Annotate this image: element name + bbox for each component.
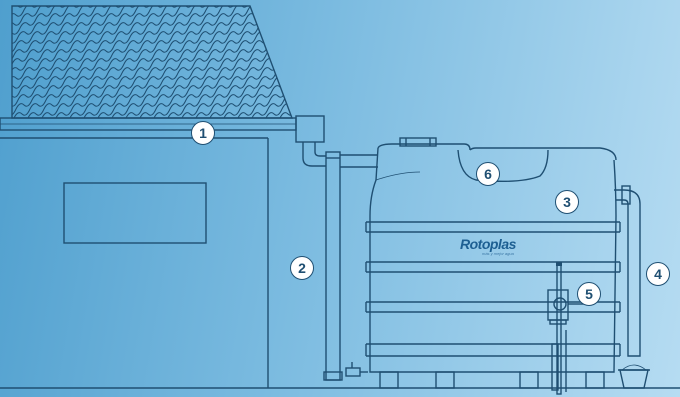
roof-wave-line: [41, 6, 267, 118]
tank-lid: [377, 137, 617, 183]
roof-wave-line: [12, 6, 197, 118]
drain-tap: [345, 362, 368, 377]
gutter-outlet: [295, 115, 325, 143]
callout-5-valve: 5: [577, 282, 601, 306]
callout-2-downspout: 2: [290, 256, 314, 280]
roof-wave-line: [12, 6, 113, 118]
roof-wave-line: [111, 6, 292, 118]
bucket: [618, 364, 650, 389]
roof-wave-line: [223, 6, 292, 118]
roof-wave-line: [12, 6, 169, 118]
callout-3-tank-body: 3: [555, 190, 579, 214]
roof-wave-line: [12, 6, 211, 118]
roof-wave-line: [12, 6, 141, 118]
roof-wave-line: [12, 6, 43, 118]
roof-wave-line: [55, 6, 281, 118]
roof-wave-line: [153, 6, 292, 118]
roof-wave-line: [265, 6, 292, 118]
house-window: [63, 182, 207, 244]
roof-wave-line: [139, 6, 292, 118]
roof-wave-line: [12, 6, 225, 118]
roof-wave-line: [294, 0, 518, 118]
roof-wave-line: [12, 6, 29, 118]
roof-wave-line: [209, 6, 292, 118]
brand-logo: Rotoplas: [460, 236, 516, 252]
roof-wave-line: [237, 6, 292, 118]
roof-wave-line: [195, 6, 292, 118]
roof-wave-line: [12, 6, 85, 118]
roof-wave-line: [12, 6, 57, 118]
roof: [11, 0, 518, 119]
callout-4-overflow-pipe: 4: [646, 262, 670, 286]
roof-wave-line: [125, 6, 292, 118]
roof-wave-line: [27, 6, 253, 118]
roof-wave-line: [12, 6, 99, 118]
roof-wave-line: [279, 6, 292, 118]
callout-6-tank-lid: 6: [476, 162, 500, 186]
valve: [547, 263, 584, 395]
tank-body: [365, 147, 621, 389]
roof-wave-line: [12, 6, 71, 118]
roof-wave-line: [12, 6, 155, 118]
roof-wave-line: [12, 6, 127, 118]
valve-cap: [556, 262, 562, 266]
roof-wave-line: [181, 6, 292, 118]
brand-tagline: más y mejor agua: [482, 251, 514, 256]
downspout: [302, 142, 378, 381]
overflow-pipe: [614, 185, 641, 357]
callout-1-gutter: 1: [191, 121, 215, 145]
roof-wave-line: [12, 6, 183, 118]
roof-wave-line: [13, 6, 239, 118]
